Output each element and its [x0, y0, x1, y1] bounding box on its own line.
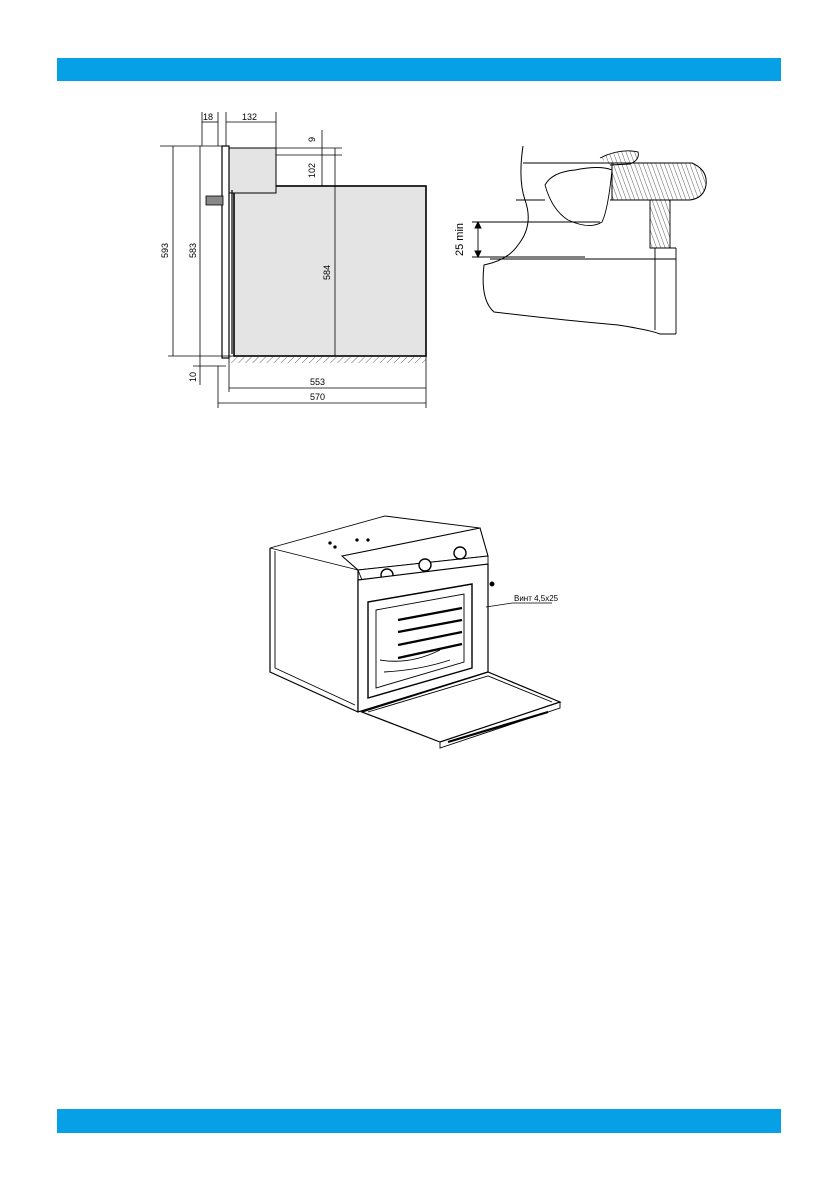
dim-584: 584 — [322, 265, 332, 280]
control-panel-block — [226, 148, 276, 193]
dim-18: 18 — [203, 112, 213, 122]
knob-middle — [419, 559, 431, 571]
gap-label: 25 min — [454, 223, 466, 256]
dim-9: 9 — [307, 137, 317, 142]
screw-label: Винт 4,5х25 — [514, 594, 559, 603]
dim-10: 10 — [188, 372, 198, 382]
dim-570: 570 — [310, 392, 325, 402]
floor-hatch — [229, 356, 426, 363]
worktop-section — [612, 163, 706, 200]
oven-isometric — [270, 516, 560, 748]
support-post — [650, 200, 670, 248]
knob — [206, 196, 223, 205]
dim-553: 553 — [310, 377, 325, 387]
dim-102: 102 — [307, 163, 317, 178]
dim-593: 593 — [160, 243, 170, 258]
side-dimension-drawing — [160, 112, 426, 408]
countertop-detail — [472, 146, 706, 334]
dim-583: 583 — [188, 243, 198, 258]
knob-right — [454, 547, 466, 559]
dim-132: 132 — [242, 112, 257, 122]
oven-door — [222, 146, 229, 358]
